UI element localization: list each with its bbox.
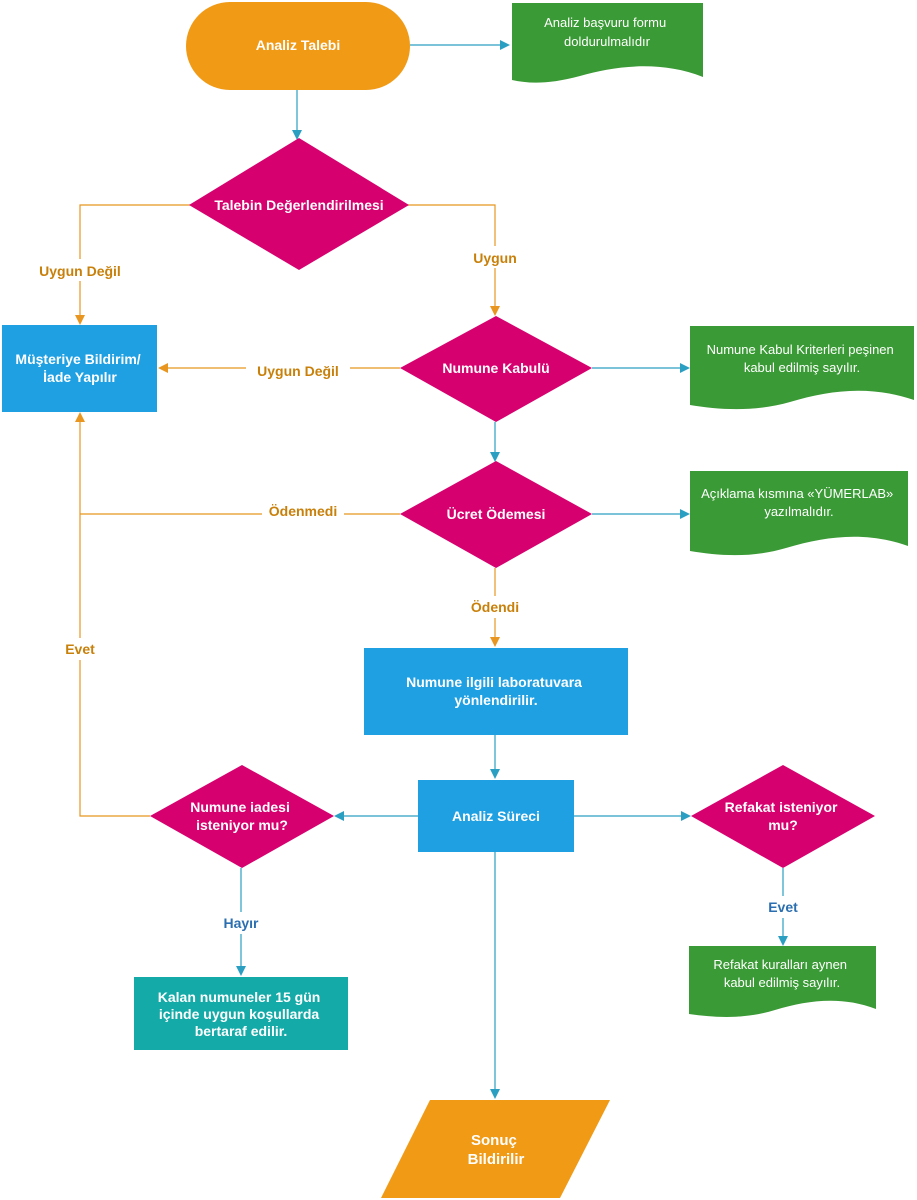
label-sample-not-suitable: Uygun Değil [257, 363, 339, 379]
escort-q-line2: mu? [768, 817, 798, 833]
dispose-line2: içinde uygun koşullarda [159, 1006, 319, 1022]
label-eval-suitable: Uygun [473, 250, 517, 266]
notify-line1: Müşteriye Bildirim/ [15, 351, 140, 367]
node-analysis-request-text: Analiz Talebi [256, 37, 341, 53]
note-sample-line2: kabul edilmiş sayılır. [744, 360, 860, 375]
edges [75, 40, 788, 1099]
note-escort-line2: kabul edilmiş sayılır. [724, 975, 840, 990]
svg-text:Numune Kabul Kriterleri peşine: Numune Kabul Kriterleri peşinen kabul ed… [707, 342, 898, 375]
note-form-line2: doldurulmalıdır [564, 34, 651, 49]
svg-text:Kalan numuneler 15 gün i: Kalan numuneler 15 gün içinde uygun koşu… [158, 989, 324, 1039]
note-form-line1: Analiz başvuru formu [544, 15, 666, 30]
process-lab-routing: Numune ilgili laboratuvara yönlendirilir… [364, 648, 628, 735]
edge-eval-suitable [405, 204, 500, 316]
decision-request-evaluation-text: Talebin Değerlendirilmesi [214, 197, 383, 213]
edge-return-yes [75, 412, 150, 817]
end-result-notification: Sonuç Bildirilir [381, 1100, 610, 1198]
label-return-no: Hayır [223, 915, 259, 931]
label-fee-paid: Ödendi [471, 599, 519, 615]
lab-line2: yönlendirilir. [454, 692, 537, 708]
label-eval-not-suitable: Uygun Değil [39, 263, 121, 279]
decision-escort: Refakat isteniyor mu? [691, 765, 875, 868]
decision-sample-acceptance: Numune Kabulü [400, 316, 592, 422]
edge-labels: Uygun Değil Uygun Uygun Değil Ödenmedi Ö… [30, 246, 804, 934]
note-escort-rules: Refakat kuralları aynen kabul edilmiş sa… [689, 946, 876, 1017]
note-sample-criteria: Numune Kabul Kriterleri peşinen kabul ed… [690, 326, 914, 410]
svg-text:Refakat isteniyor mu?: Refakat isteniyor mu? [725, 799, 842, 833]
dispose-line3: bertaraf edilir. [195, 1023, 288, 1039]
process-sample-disposal: Kalan numuneler 15 gün içinde uygun koşu… [134, 977, 348, 1050]
end-line2: Bildirilir [468, 1151, 525, 1168]
svg-text:Numune iadesi isteniyor: Numune iadesi isteniyor mu? [190, 799, 293, 833]
decision-fee-payment-text: Ücret Ödemesi [447, 506, 546, 522]
return-q-line2: isteniyor mu? [196, 817, 288, 833]
node-analysis-request: Analiz Talebi [186, 2, 410, 90]
dispose-line1: Kalan numuneler 15 gün [158, 989, 321, 1005]
note-application-form: Analiz başvuru formu doldurulmalıdır [512, 3, 703, 83]
svg-text:Refakat kuralları aynen: Refakat kuralları aynen kabul edilmiş sa… [713, 957, 850, 990]
note-sample-line1: Numune Kabul Kriterleri peşinen [707, 342, 894, 357]
note-fee-line2: yazılmalıdır. [764, 504, 833, 519]
notify-line2: İade Yapılır [43, 369, 117, 385]
svg-text:Numune ilgili laboratuvara: Numune ilgili laboratuvara yönlendirilir… [406, 674, 586, 708]
process-analysis-text: Analiz Süreci [452, 808, 540, 824]
lab-line1: Numune ilgili laboratuvara [406, 674, 582, 690]
note-fee-description: Açıklama kısmına «YÜMERLAB» yazılmalıdır… [690, 471, 908, 556]
svg-text:Analiz başvuru formu dol: Analiz başvuru formu doldurulmalıdır [544, 15, 670, 49]
decision-sample-return: Numune iadesi isteniyor mu? [150, 765, 334, 868]
decision-request-evaluation: Talebin Değerlendirilmesi [189, 138, 409, 270]
end-line1: Sonuç [471, 1132, 517, 1149]
escort-q-line1: Refakat isteniyor [725, 799, 838, 815]
return-q-line1: Numune iadesi [190, 799, 290, 815]
label-escort-yes: Evet [768, 899, 798, 915]
label-fee-unpaid: Ödenmedi [269, 503, 337, 519]
decision-fee-payment: Ücret Ödemesi [400, 461, 592, 568]
process-analysis: Analiz Süreci [418, 780, 574, 852]
edge-eval-not-suitable [75, 204, 190, 325]
svg-text:Sonuç Bildirilir: Sonuç Bildirilir [468, 1132, 525, 1168]
svg-text:Müşteriye Bildirim/ İade: Müşteriye Bildirim/ İade Yapılır [15, 351, 144, 385]
note-fee-line1: Açıklama kısmına «YÜMERLAB» [701, 486, 893, 501]
process-customer-notification: Müşteriye Bildirim/ İade Yapılır [2, 325, 157, 412]
label-return-yes: Evet [65, 641, 95, 657]
note-escort-line1: Refakat kuralları aynen [713, 957, 847, 972]
svg-text:Açıklama kısmına «YÜMERLAB»: Açıklama kısmına «YÜMERLAB» yazılmalıdır… [701, 486, 897, 519]
decision-sample-acceptance-text: Numune Kabulü [442, 360, 549, 376]
